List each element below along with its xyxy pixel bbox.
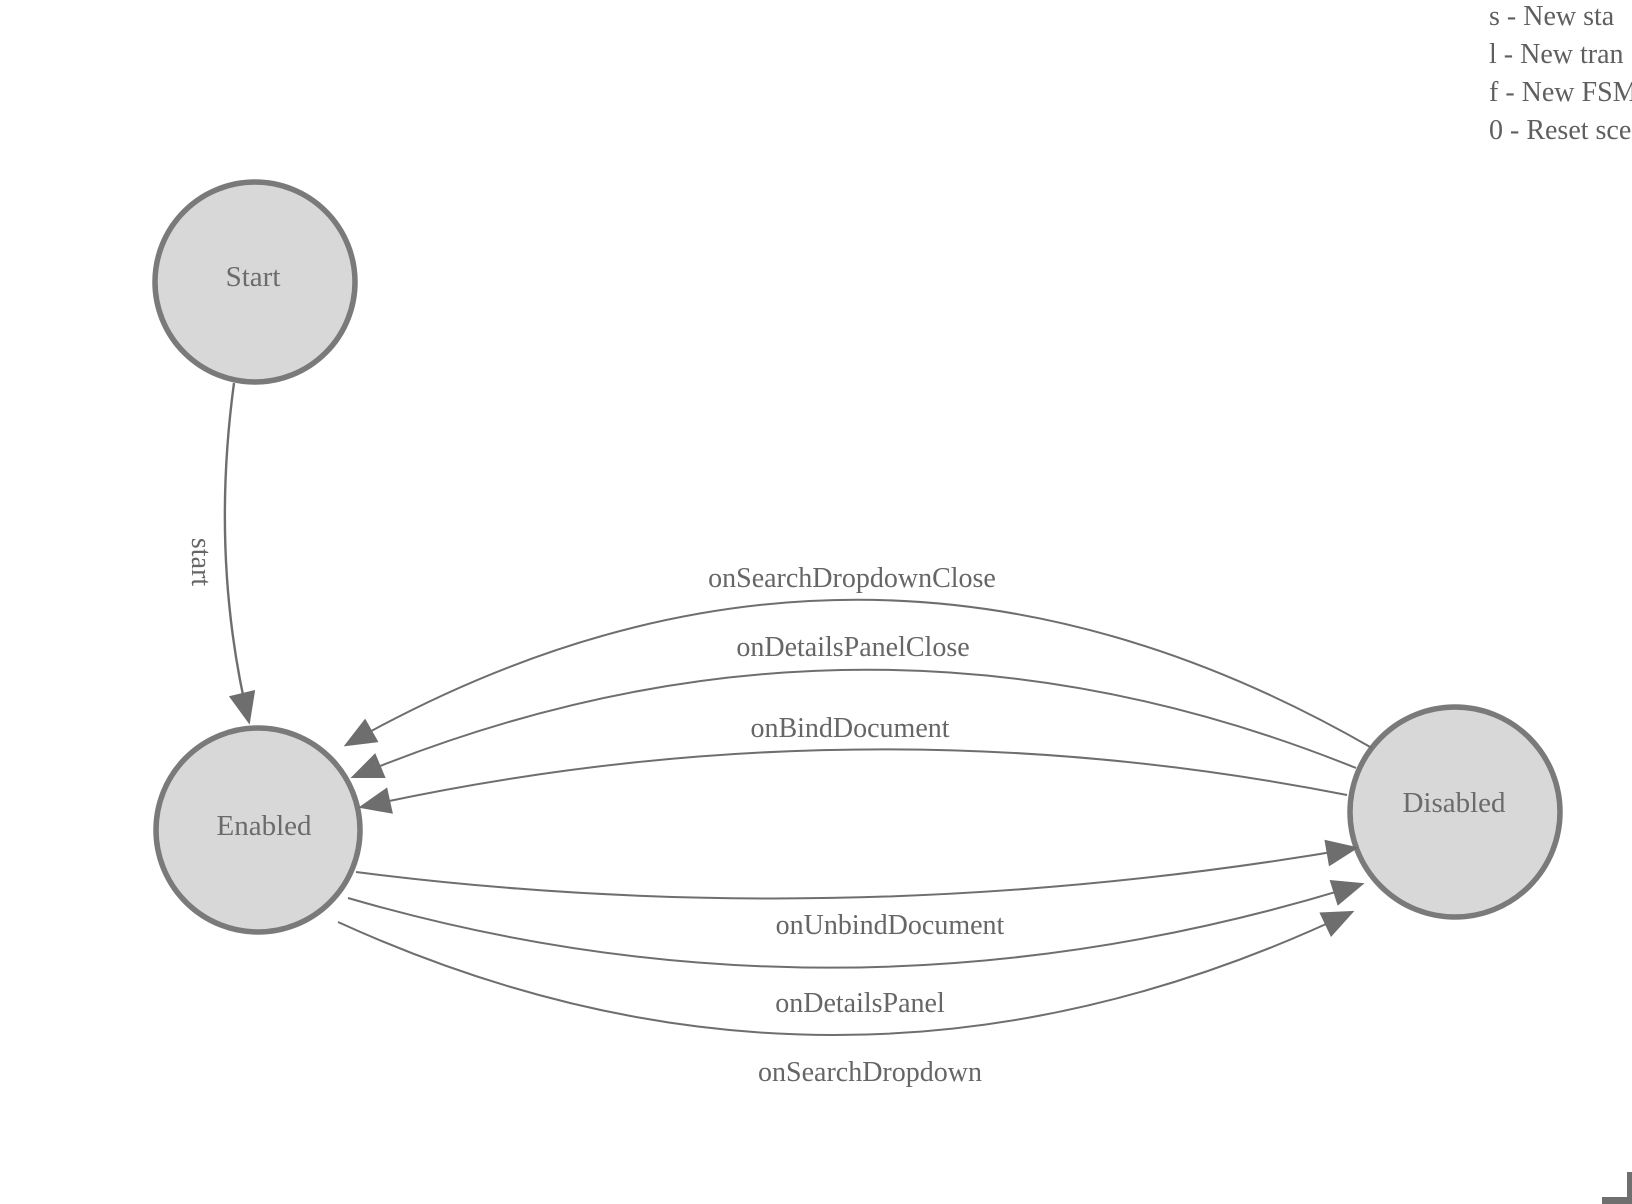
state-node-enabled[interactable] (153, 725, 363, 935)
edge-onsearchdropdownclose[interactable] (343, 598, 1373, 749)
viewport-corner-mark-horizontal (1602, 1197, 1632, 1204)
edge-label-onsearchdropdownclose: onSearchDropdownClose (708, 563, 996, 594)
edge-ondetailspanel[interactable] (347, 879, 1365, 969)
edge-label-ondetailspanelclose: onDetailsPanelClose (736, 632, 969, 663)
edge-label-onbinddocument: onBindDocument (750, 713, 949, 744)
edge-start[interactable] (223, 382, 256, 725)
edge-label-ondetailspanel: onDetailsPanel (775, 988, 945, 1019)
edge-onbinddocument[interactable] (358, 748, 1348, 814)
viewport-corner-mark-vertical (1627, 1172, 1632, 1204)
edge-ondetailspanelclose[interactable] (350, 668, 1357, 779)
state-node-disabled[interactable] (1347, 704, 1563, 920)
edge-label-start: start (185, 538, 216, 586)
edge-onsearchdropdown[interactable] (337, 910, 1355, 1037)
legend-line-new-state: s - New sta (1489, 1, 1615, 32)
edge-onunbinddocument[interactable] (355, 839, 1359, 900)
edge-label-onsearchdropdown: onSearchDropdown (758, 1057, 982, 1088)
shortcuts-legend: s - New sta l - New tran f - New FSM 0 -… (1489, 0, 1632, 150)
legend-line-reset: 0 - Reset sce (1489, 115, 1632, 146)
legend-line-new-transition: l - New tran (1489, 39, 1624, 70)
state-node-start[interactable] (152, 179, 358, 385)
edge-label-onunbinddocument: onUnbindDocument (776, 910, 1005, 941)
legend-line-new-fsm: f - New FSM (1489, 77, 1632, 108)
